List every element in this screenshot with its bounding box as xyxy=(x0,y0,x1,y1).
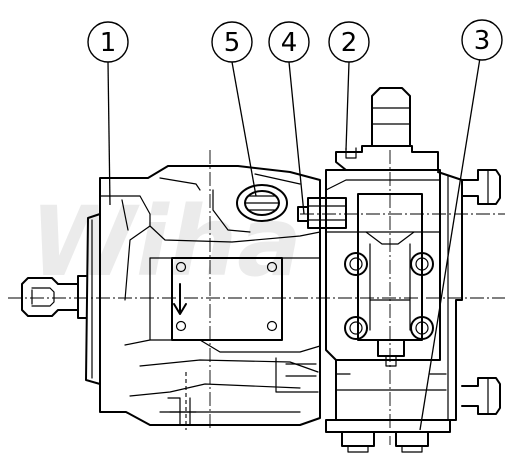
callout-2-label: 2 xyxy=(341,28,358,58)
adjusting-screw xyxy=(297,197,347,229)
watermark: Wiha xyxy=(30,186,302,298)
fill-plug xyxy=(236,184,288,222)
callout-2: 2 xyxy=(328,21,370,63)
nameplate xyxy=(171,257,283,341)
callout-1-label: 1 xyxy=(100,28,117,58)
callout-1: 1 xyxy=(87,21,129,63)
rear-port-block xyxy=(325,171,463,433)
leader-lines xyxy=(107,57,481,431)
bottom-bolts xyxy=(341,431,429,453)
valve-stem xyxy=(371,87,411,147)
mounting-flange xyxy=(77,213,101,385)
callout-4-label: 4 xyxy=(281,28,298,58)
callout-5: 5 xyxy=(211,21,253,63)
controller-bolt-heads xyxy=(344,252,434,340)
controller xyxy=(325,145,441,367)
drive-shaft xyxy=(21,277,79,317)
callout-4: 4 xyxy=(268,21,310,63)
callout-3: 3 xyxy=(461,19,503,61)
drain-port xyxy=(167,372,197,430)
callout-3-label: 3 xyxy=(474,26,491,56)
rear-bolts xyxy=(461,169,501,415)
callout-5-label: 5 xyxy=(224,28,241,58)
